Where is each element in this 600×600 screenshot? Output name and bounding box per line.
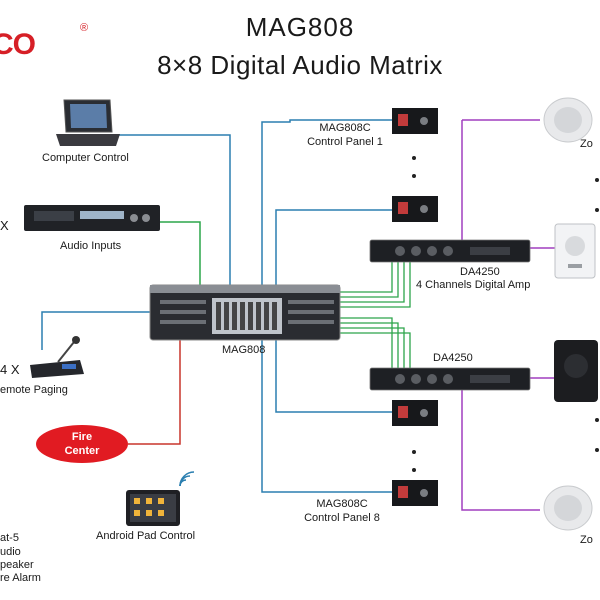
- wire-paging: [41, 311, 150, 350]
- control-panel-7-device: [392, 400, 438, 426]
- wire-panel-mid: [275, 209, 392, 285]
- amplifier-2-device: [369, 367, 531, 391]
- zone-ellipsis-bottom: [595, 418, 599, 452]
- audio-inputs-qty: X: [0, 218, 9, 233]
- paging-microphone-icon: [30, 336, 84, 378]
- wire-computer: [112, 134, 231, 285]
- wire-panel-low: [275, 340, 392, 413]
- box-speaker-icon: [554, 340, 598, 402]
- wire-bundle-amp1: [340, 262, 411, 308]
- wire-fire: [128, 340, 181, 445]
- panel-ellipsis-bottom: [412, 450, 416, 472]
- audio-input-rack-icon: [24, 205, 160, 231]
- legend-line-3: peaker: [0, 559, 34, 571]
- panel-8-name: Control Panel 8: [304, 512, 380, 524]
- control-panel-8-device: [392, 480, 438, 506]
- audio-inputs-label: Audio Inputs: [60, 240, 122, 252]
- legend-line-2: udio: [0, 546, 21, 558]
- page-subtitle: 8×8 Digital Audio Matrix: [157, 50, 443, 80]
- panel-1-name: Control Panel 1: [307, 136, 383, 148]
- mag808-matrix-device: [149, 284, 341, 341]
- matrix-label: MAG808: [222, 344, 266, 356]
- wire-audio-inputs: [160, 221, 201, 285]
- amp-2-model: DA4250: [433, 352, 473, 364]
- brand-logo-text: CO: [0, 28, 36, 61]
- laptop-icon: [56, 99, 120, 146]
- wire-panel-1: [261, 119, 392, 285]
- android-pad-icon: [126, 490, 180, 526]
- computer-control-label: Computer Control: [42, 152, 129, 164]
- ceiling-speaker-top-icon: [543, 97, 593, 143]
- page-title: MAG808: [245, 12, 355, 42]
- legend-line-1: at-5: [0, 532, 19, 544]
- remote-paging-label: emote Paging: [0, 384, 68, 396]
- wall-speaker-icon: [554, 223, 596, 279]
- wire-panel-8: [261, 340, 392, 493]
- paging-qty: 4 X: [0, 362, 20, 377]
- amp-1-description: 4 Channels Digital Amp: [416, 279, 531, 291]
- panel-ellipsis-top: [412, 156, 416, 178]
- amp-1-model: DA4250: [460, 266, 500, 278]
- control-panel-2-device: [392, 196, 438, 222]
- panel-8-model: MAG808C: [316, 498, 368, 510]
- zone-bottom-label: Zo: [580, 534, 593, 546]
- fire-center-badge: Fire Center: [36, 425, 128, 463]
- panel-1-model: MAG808C: [319, 122, 371, 134]
- registered-mark: ®: [80, 22, 89, 34]
- fire-line-1: Fire: [71, 431, 93, 443]
- android-pad-label: Android Pad Control: [96, 530, 196, 542]
- amplifier-1-device: [369, 239, 531, 263]
- ceiling-speaker-bottom-icon: [543, 485, 593, 531]
- fire-line-2: Center: [64, 445, 100, 457]
- control-panel-1-device: [392, 108, 438, 134]
- wifi-icon: [179, 471, 195, 487]
- wire-bundle-amp2: [340, 317, 411, 368]
- zone-ellipsis-top: [595, 178, 599, 212]
- zone-top-label: Zo: [580, 138, 593, 150]
- wire-amp2-zone: [461, 378, 540, 511]
- legend-line-4: re Alarm: [0, 572, 41, 584]
